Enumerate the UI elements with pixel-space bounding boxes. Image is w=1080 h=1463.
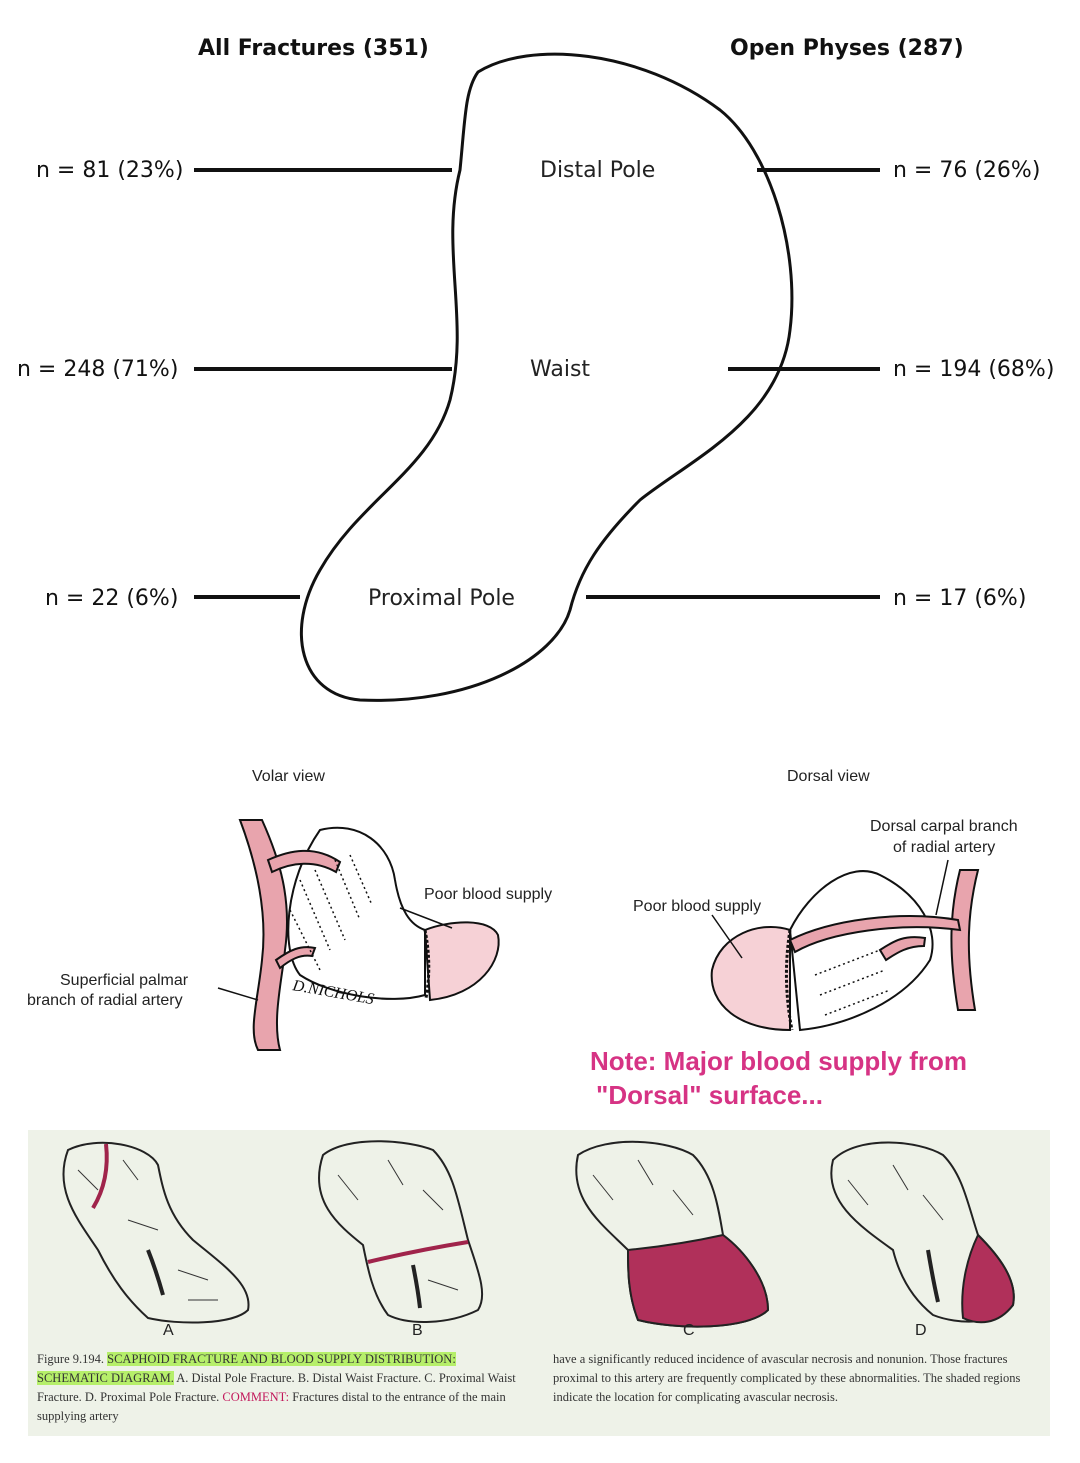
volar-scaphoid: D.NICHOLS — [217, 819, 500, 1051]
proximal-left-count: n = 22 (6%) — [45, 586, 179, 611]
figure-caption-left: Figure 9.194. SCAPHOID FRACTURE AND BLOO… — [37, 1350, 525, 1426]
dorsal-artery-label-line2: of radial artery — [893, 839, 996, 856]
region-proximal-pole: Proximal Pole — [368, 586, 515, 611]
waist-left-count: n = 248 (71%) — [17, 357, 179, 382]
dorsal-poor-blood-supply-label: Poor blood supply — [633, 898, 762, 915]
dorsal-view-title: Dorsal view — [787, 768, 870, 785]
waist-right-count: n = 194 (68%) — [893, 357, 1055, 382]
note-line-1: Note: Major blood supply from — [590, 1046, 967, 1076]
blood-supply-illustration: D.NICHOLS — [217, 819, 980, 1051]
schematic-d — [830, 1141, 1015, 1324]
volar-view-title: Volar view — [252, 768, 325, 785]
volar-artery-label-line2: branch of radial artery — [27, 992, 183, 1009]
note-line-2: "Dorsal" surface... — [596, 1080, 823, 1110]
region-distal-pole: Distal Pole — [540, 158, 656, 183]
comment-label: COMMENT: — [222, 1390, 290, 1404]
panel-label-d: D — [915, 1322, 927, 1339]
schematic-b — [317, 1140, 484, 1323]
distal-right-count: n = 76 (26%) — [893, 158, 1041, 183]
scaphoid-outline-diagram — [194, 52, 880, 702]
comment-text: Fractures distal to the entrance of the … — [37, 1390, 506, 1423]
panel-label-c: C — [683, 1322, 695, 1339]
figure-schematics — [62, 1140, 1015, 1328]
schematic-a — [62, 1141, 250, 1324]
figure-caption-right: have a significantly reduced incidence o… — [553, 1352, 1021, 1404]
caption-prefix: Figure 9.194. — [37, 1352, 105, 1366]
distal-left-count: n = 81 (23%) — [36, 158, 184, 183]
dorsal-scaphoid — [710, 859, 980, 1032]
volar-poor-blood-supply-label: Poor blood supply — [424, 886, 553, 903]
caption-items: A. Distal Pole Fracture. B. Distal Waist… — [37, 1371, 516, 1404]
panel-label-b: B — [412, 1322, 423, 1339]
region-waist: Waist — [530, 357, 591, 382]
proximal-right-count: n = 17 (6%) — [893, 586, 1027, 611]
left-column-header: All Fractures (351) — [198, 36, 429, 61]
figure-panel — [28, 1130, 1050, 1436]
volar-artery-label-line1: Superficial palmar — [60, 972, 189, 989]
schematic-c — [575, 1140, 770, 1328]
panel-label-a: A — [163, 1322, 174, 1339]
right-column-header: Open Physes (287) — [730, 36, 964, 61]
dorsal-artery-label-line1: Dorsal carpal branch — [870, 818, 1018, 835]
